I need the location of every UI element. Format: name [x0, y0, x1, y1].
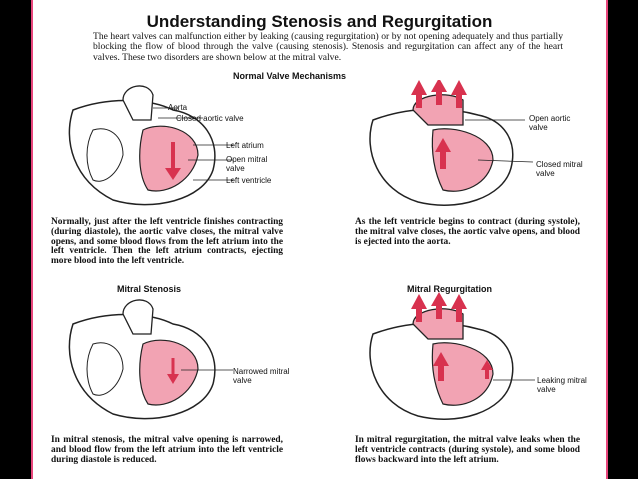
normal-heading: Normal Valve Mechanisms [233, 71, 347, 81]
caption-regurgitation: In mitral regurgitation, the mitral valv… [355, 435, 580, 465]
label-open-aortic-valve: Open aortic valve [529, 114, 571, 132]
regurgitation-heading: Mitral Regurgitation [407, 284, 492, 294]
heart-diagram-regurgitation [369, 292, 535, 420]
label-closed-aortic-valve: Closed aortic valve [176, 114, 244, 123]
heart-diagram-systole [369, 80, 534, 206]
document-page: Understanding Stenosis and Regurgitation… [33, 0, 606, 479]
label-left-ventricle: Left ventricle [226, 176, 272, 185]
caption-diastole: Normally, just after the left ventricle … [51, 217, 283, 267]
label-leaking-mitral-valve: Leaking mitral valve [537, 376, 587, 394]
left-accent-bar [31, 0, 33, 479]
caption-systole: As the left ventricle begins to contract… [355, 217, 580, 247]
label-left-atrium: Left atrium [226, 141, 264, 150]
right-accent-bar [606, 0, 608, 479]
label-open-mitral-valve: Open mitral valve [226, 155, 268, 173]
label-aorta: Aorta [168, 103, 188, 112]
heart-diagram-diastole [68, 85, 233, 206]
caption-stenosis: In mitral stenosis, the mitral valve ope… [51, 435, 283, 465]
page-title: Understanding Stenosis and Regurgitation [146, 12, 493, 31]
label-narrowed-mitral-valve: Narrowed mitral valve [233, 367, 290, 385]
label-closed-mitral-valve: Closed mitral valve [536, 160, 583, 178]
stenosis-heading: Mitral Stenosis [117, 284, 182, 294]
heart-diagram-stenosis [68, 299, 233, 420]
intro-paragraph: The heart valves can malfunction either … [93, 31, 563, 63]
